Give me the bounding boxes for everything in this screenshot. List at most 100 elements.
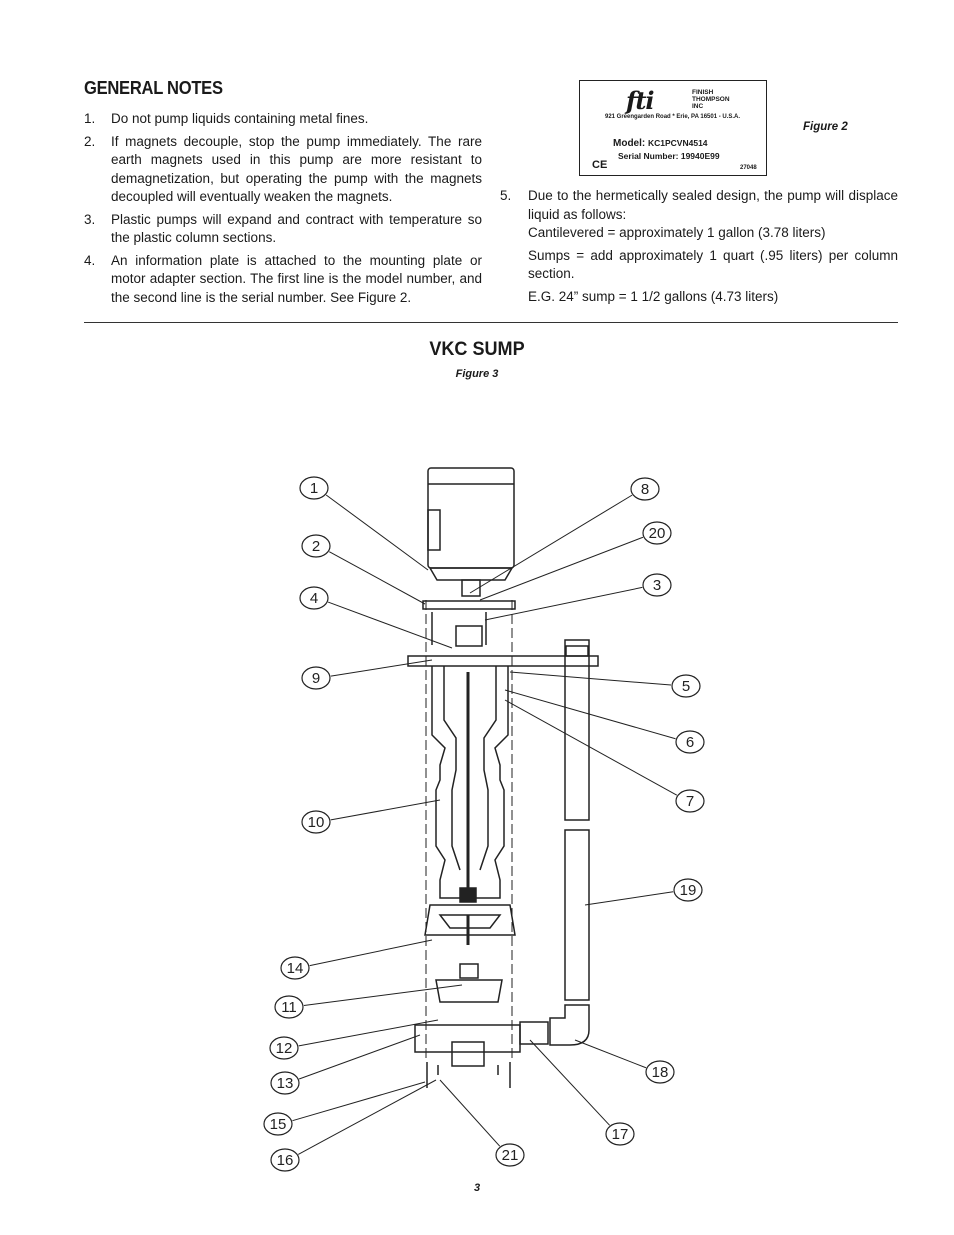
callout-balloon <box>301 534 331 558</box>
callout-balloon <box>301 810 331 834</box>
note-number: 1. <box>84 111 96 126</box>
callout-label: 10 <box>308 814 325 831</box>
callout-6: 6 <box>504 689 705 754</box>
elbow <box>549 1004 590 1046</box>
callout-balloon <box>642 521 672 545</box>
callout-label: 5 <box>682 678 690 695</box>
leader-line <box>584 891 674 906</box>
callout-balloon <box>605 1122 635 1146</box>
adapter-plate <box>422 600 516 610</box>
callout-label: 18 <box>652 1064 669 1081</box>
callout-label: 13 <box>277 1075 294 1092</box>
note-text: If magnets decouple, stop the pump immed… <box>111 133 482 205</box>
serial-value: 19940E99 <box>680 151 720 161</box>
page-number: 3 <box>473 1182 481 1194</box>
plate-serial: Serial Number: 19940E99 <box>618 151 720 161</box>
callout-8: 8 <box>469 477 660 594</box>
callout-label: 9 <box>312 670 320 687</box>
callout-19: 19 <box>584 878 703 906</box>
callout-label: 16 <box>277 1152 294 1169</box>
note-text: An information plate is attached to the … <box>111 252 482 305</box>
callout-label: 11 <box>281 999 297 1016</box>
callout-label: 14 <box>287 960 304 977</box>
callout-balloon <box>642 573 672 597</box>
displacement-line: Sumps = add approximately 1 quart (.95 l… <box>528 247 898 282</box>
callout-label: 19 <box>680 882 697 899</box>
company-name: FINISH THOMPSON INC <box>692 89 730 110</box>
callout-12: 12 <box>269 1019 439 1060</box>
note-text: Plastic pumps will expand and contract w… <box>111 211 482 246</box>
callout-balloon <box>270 1071 300 1095</box>
note-item-5: 5.Due to the hermetically sealed design,… <box>500 187 898 310</box>
general-notes-list: 1. Do not pump liquids containing metal f… <box>84 110 482 311</box>
callout-label: 20 <box>649 525 666 542</box>
note-number: 2. <box>84 133 96 149</box>
figure-2-caption: Figure 2 <box>803 121 848 133</box>
leader-line <box>329 551 426 605</box>
callout-label: 12 <box>276 1040 293 1057</box>
callout-balloon <box>263 1112 293 1136</box>
callout-balloon <box>675 789 705 813</box>
note-item-2: 2. If magnets decouple, stop the pump imm… <box>84 133 482 207</box>
info-plate: fti FINISH THOMPSON INC 921 Greengarden … <box>579 80 767 176</box>
callout-15: 15 <box>263 1081 426 1136</box>
displacement-line: E.G. 24” sump = 1 1/2 gallons (4.73 lite… <box>528 288 779 304</box>
callout-label: 4 <box>310 590 318 607</box>
callout-18: 18 <box>574 1039 675 1084</box>
motor <box>427 467 515 569</box>
impeller <box>435 979 503 1003</box>
fti-logo: fti <box>626 86 655 115</box>
company-line: THOMPSON <box>692 96 730 103</box>
callout-balloon <box>301 666 331 690</box>
callout-14: 14 <box>280 939 433 980</box>
callout-balloon <box>495 1143 525 1167</box>
callout-label: 17 <box>612 1126 629 1143</box>
leader-line <box>327 601 453 649</box>
callout-balloon <box>299 476 329 500</box>
note-item-1: 1. Do not pump liquids containing metal f… <box>84 110 482 129</box>
note-number: 4. <box>84 252 96 268</box>
callout-balloon <box>630 477 660 501</box>
callout-label: 7 <box>686 793 694 810</box>
callout-9: 9 <box>301 659 433 690</box>
callout-11: 11 <box>274 984 463 1019</box>
company-line: FINISH <box>692 89 714 96</box>
callout-label: 1 <box>310 480 318 497</box>
diagram-title: VKC SUMP <box>429 339 525 360</box>
callout-4: 4 <box>299 586 453 649</box>
leader-line <box>479 536 644 601</box>
note5-text-block: 5.Due to the hermetically sealed design,… <box>500 187 898 224</box>
volute <box>414 1024 521 1053</box>
mounting-plate <box>407 655 599 667</box>
leader-line <box>504 699 678 796</box>
callout-2: 2 <box>301 534 426 605</box>
discharge-pipe-lower <box>564 829 590 1001</box>
note-text: Do not pump liquids containing metal fin… <box>111 111 369 126</box>
note-item-3: 3.Plastic pumps will expand and contract… <box>84 211 482 248</box>
callout-13: 13 <box>270 1034 421 1095</box>
callout-balloon <box>299 586 329 610</box>
callout-label: 2 <box>312 538 320 555</box>
leader-line <box>330 799 441 821</box>
leader-line <box>330 659 433 677</box>
callout-7: 7 <box>504 699 705 813</box>
section-divider <box>84 322 898 323</box>
note-item-4: 4. An information plate is attached to th… <box>84 252 482 308</box>
callout-balloon <box>645 1060 675 1084</box>
leader-line <box>529 1039 610 1126</box>
leader-line <box>504 689 676 740</box>
callout-balloon <box>675 730 705 754</box>
callout-17: 17 <box>529 1039 635 1146</box>
figure-3-caption: Figure 3 <box>455 368 499 380</box>
plate-code: 27048 <box>740 165 757 171</box>
leader-line <box>309 939 433 967</box>
callout-balloon <box>671 674 701 698</box>
impeller-magnet <box>459 963 479 979</box>
callout-16: 16 <box>270 1079 437 1172</box>
callout-5: 5 <box>509 671 701 698</box>
plate-address: 921 Greengarden Road * Erie, PA 16501 - … <box>605 114 741 120</box>
ce-mark: CE <box>592 159 608 171</box>
motor-junction-box <box>427 509 441 551</box>
callout-balloon <box>270 1148 300 1172</box>
